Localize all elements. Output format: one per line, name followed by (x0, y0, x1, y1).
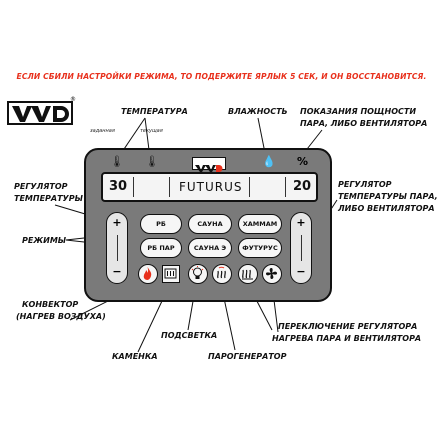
backlight-button[interactable] (188, 264, 208, 284)
heater-icon (164, 268, 177, 279)
steam-heat-icon (242, 269, 253, 280)
steam-icon (217, 266, 226, 279)
warning-text: ЕСЛИ СБИЛИ НАСТРОЙКИ РЕЖИМА, ТО ПОДЕРЖИТ… (16, 72, 427, 81)
mode-button-sauna-e[interactable]: САУНА Э (188, 238, 232, 258)
power-readings-label-1: ПОКАЗАНИЯ ПОЩНОСТИ (300, 107, 417, 116)
steam-generator-button[interactable] (212, 264, 232, 284)
percent-icon: % (297, 155, 309, 168)
flame-icon (143, 267, 152, 280)
fan-icon (266, 268, 277, 279)
heater-button[interactable] (162, 265, 180, 283)
temp-plus-button[interactable]: + (112, 216, 122, 229)
steam-plus-button[interactable]: + (296, 216, 306, 229)
power-value: 20 (293, 179, 312, 194)
thermometer-set-icon: 🌡 (110, 155, 124, 168)
right-regulator-label-3: ЛИБО ВЕНТИЛЯТОРА (338, 204, 435, 213)
heater-label: КАМЕНКА (112, 352, 158, 361)
mode-button-rb-steam[interactable]: РБ ПАР (140, 238, 182, 258)
temp-minus-button[interactable]: − (112, 265, 122, 278)
temp-regulator-label-2: ТЕМПЕРАТУРЫ (14, 194, 83, 203)
fan-switch-button[interactable] (262, 264, 282, 284)
mode-button-rb[interactable]: РБ (140, 214, 182, 234)
steam-fan-regulator-slider[interactable]: + − (290, 212, 312, 284)
mode-button-futurus[interactable]: ФУТУРУС (238, 238, 282, 258)
droplet-icon: 💧 (262, 155, 276, 168)
lcd-display: 30 FUTURUS 20 (101, 172, 318, 202)
lightbulb-icon (191, 266, 204, 279)
switch-label-1: ПЕРЕКЛЮЧЕНИЕ РЕГУЛЯТОРА (278, 322, 418, 331)
current-temp-label: текущая (140, 128, 163, 134)
brand-logo (6, 100, 76, 126)
steam-gen-label: ПАРОГЕНЕРАТОР (208, 352, 287, 361)
modes-label: РЕЖИМЫ (22, 236, 67, 245)
power-readings-label-2: ПАРА, ЛИБО ВЕНТИЛЯТОРА (300, 119, 428, 128)
convector-label-2: (НАГРЕВ ВОЗДУХА) (16, 312, 106, 321)
thermometer-current-icon: 🌡 (145, 155, 159, 168)
convector-button[interactable] (138, 264, 158, 284)
set-temp-label: заданная (90, 128, 115, 134)
right-regulator-label-1: РЕГУЛЯТОР (338, 180, 392, 189)
right-regulator-label-2: ТЕМПЕРАТУРЫ ПАРА, (338, 192, 438, 201)
temperature-regulator-slider[interactable]: + − (106, 212, 128, 284)
mode-button-sauna[interactable]: САУНА (188, 214, 232, 234)
convector-label-1: КОНВЕКТОР (22, 300, 79, 309)
panel-logo (192, 157, 226, 172)
display-model-name: FUTURUS (179, 180, 243, 194)
steam-minus-button[interactable]: − (296, 265, 306, 278)
temperature-label: ТЕМПЕРАТУРА (121, 107, 188, 116)
switch-label-2: НАГРЕВА ПАРА И ВЕНТИЛЯТОРА (272, 334, 422, 343)
mode-button-hammam[interactable]: ХАММАМ (238, 214, 282, 234)
registered-mark: ® (70, 96, 76, 103)
backlight-label: ПОДСВЕТКА (161, 331, 218, 340)
steam-heating-switch-button[interactable] (238, 264, 258, 284)
set-temperature-value: 30 (109, 179, 128, 194)
temp-regulator-label-1: РЕГУЛЯТОР (14, 182, 68, 191)
humidity-label: ВЛАЖНОСТЬ (228, 107, 288, 116)
